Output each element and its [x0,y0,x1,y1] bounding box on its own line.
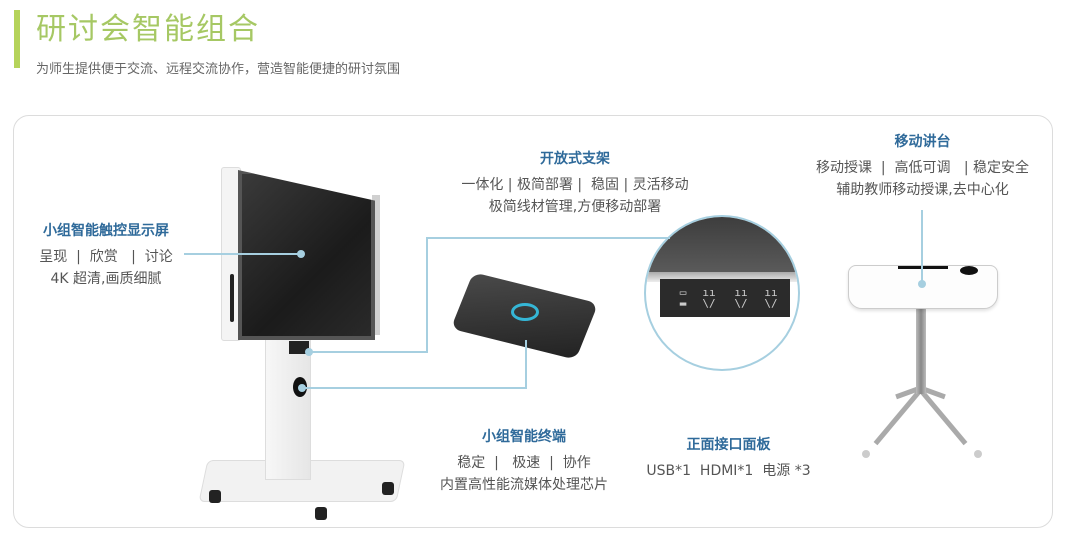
label-panel: 正面接口面板 USB*1 HDMI*1 电源 *3 [646,437,811,479]
wheel-icon [862,450,870,458]
page-title: 研讨会智能组合 [36,12,260,47]
wheel-icon [209,490,221,503]
pointer-dot [918,280,926,288]
port-panel-zoom: ▭▬ ıı\/ ıı\/ ıı\/ [644,215,800,371]
podium-tablet-slot [898,266,948,269]
header-accent-bar [14,10,20,68]
power-socket-icon: ıı\/ [702,286,716,310]
display-handle [230,274,234,322]
display-right-edge [372,195,380,335]
label-podium: 移动讲台 移动授课 | 高低可调 | 稳定安全 辅助教师移动授课,去中心化 [815,134,1030,198]
port-panel-face: ▭▬ ıı\/ ıı\/ ıı\/ [660,279,790,317]
label-display: 小组智能触控显示屏 呈现 | 欣赏 | 讨论 4K 超清,画质细腻 [39,223,173,287]
podium-cup-holder [960,266,978,275]
page-subtitle: 为师生提供便于交流、远程交流协作，营造智能便捷的研讨氛围 [36,62,401,77]
label-terminal: 小组智能终端 稳定 | 极速 | 协作 内置高性能流媒体处理芯片 [440,429,608,493]
label-stand: 开放式支架 一体化 | 极简部署 | 稳固 | 灵活移动 极简线材管理,方便移动… [461,151,689,215]
connector-panel [308,351,428,353]
pointer-dot [297,250,305,258]
terminal-logo-ring-icon [511,303,539,321]
wheel-icon [315,507,327,520]
stand-post [265,335,311,480]
wheel-icon [382,482,394,495]
pointer-dot [305,348,313,356]
power-socket-icon: ıı\/ [764,286,778,310]
connector-podium [921,210,923,285]
stand-port-panel [289,341,309,354]
connector-display [184,253,300,255]
power-socket-icon: ıı\/ [734,286,748,310]
podium-column [916,309,926,394]
display-screen [238,170,375,340]
pointer-dot [298,384,306,392]
wheel-icon [974,450,982,458]
usb-hdmi-port-icon: ▭▬ [679,286,687,310]
connector-terminal [302,387,527,389]
